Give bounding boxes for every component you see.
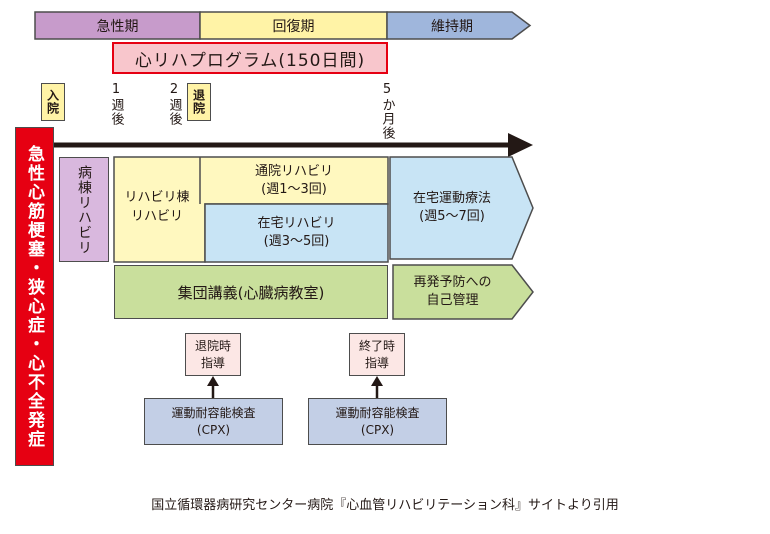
self-management-label: 再発予防への 自己管理 bbox=[413, 274, 492, 308]
recovery-phase-bar bbox=[199, 11, 388, 40]
timeline-arrowhead bbox=[508, 133, 533, 157]
self-management-arrow bbox=[392, 264, 534, 320]
month5-marker: 5か月後 bbox=[379, 82, 395, 140]
rehab-ward-label: リハビリ棟 リハビリ bbox=[124, 189, 190, 225]
maintenance-phase-arrow bbox=[386, 11, 532, 40]
program-label: 心リハプログラム(150日間) bbox=[112, 42, 388, 74]
onset-side-label: 急性心筋梗塞・狭心症・心不全発症 bbox=[15, 127, 54, 466]
ward-rehab-box: 病棟リハビリ bbox=[59, 157, 109, 262]
outpatient-rehab-label: 通院リハビリ (週1～3回) bbox=[254, 163, 333, 197]
cpx-box-2: 運動耐容能検査 (CPX) bbox=[308, 398, 447, 445]
citation-text: 国立循環器病研究センター病院『心血管リハビリテーション科』サイトより引用 bbox=[151, 498, 619, 513]
end-guidance-box: 終了時 指導 bbox=[349, 333, 405, 376]
home-rehab-shape bbox=[204, 203, 389, 263]
group-lecture-box: 集団講義(心臓病教室) bbox=[114, 265, 388, 319]
week2-marker: 2週後 bbox=[166, 82, 182, 126]
acute-phase-label: 急性期 bbox=[96, 18, 139, 35]
home-rehab-label: 在宅リハビリ (週3～5回) bbox=[257, 215, 336, 249]
home-exercise-arrow bbox=[389, 156, 534, 260]
arrow-head-2 bbox=[371, 376, 383, 386]
cpx-box-1: 運動耐容能検査 (CPX) bbox=[144, 398, 283, 445]
maintenance-phase-label: 維持期 bbox=[431, 18, 473, 35]
arrow-head-1 bbox=[207, 376, 219, 386]
discharge-guidance-box: 退院時 指導 bbox=[185, 333, 241, 376]
recovery-phase-label: 回復期 bbox=[272, 18, 315, 35]
home-exercise-label: 在宅運動療法 (週5～7回) bbox=[412, 190, 491, 224]
week1-marker: 1週後 bbox=[108, 82, 124, 126]
admission-marker: 入院 bbox=[41, 83, 65, 121]
discharge-marker: 退院 bbox=[187, 83, 211, 121]
acute-phase-bar bbox=[34, 11, 201, 40]
